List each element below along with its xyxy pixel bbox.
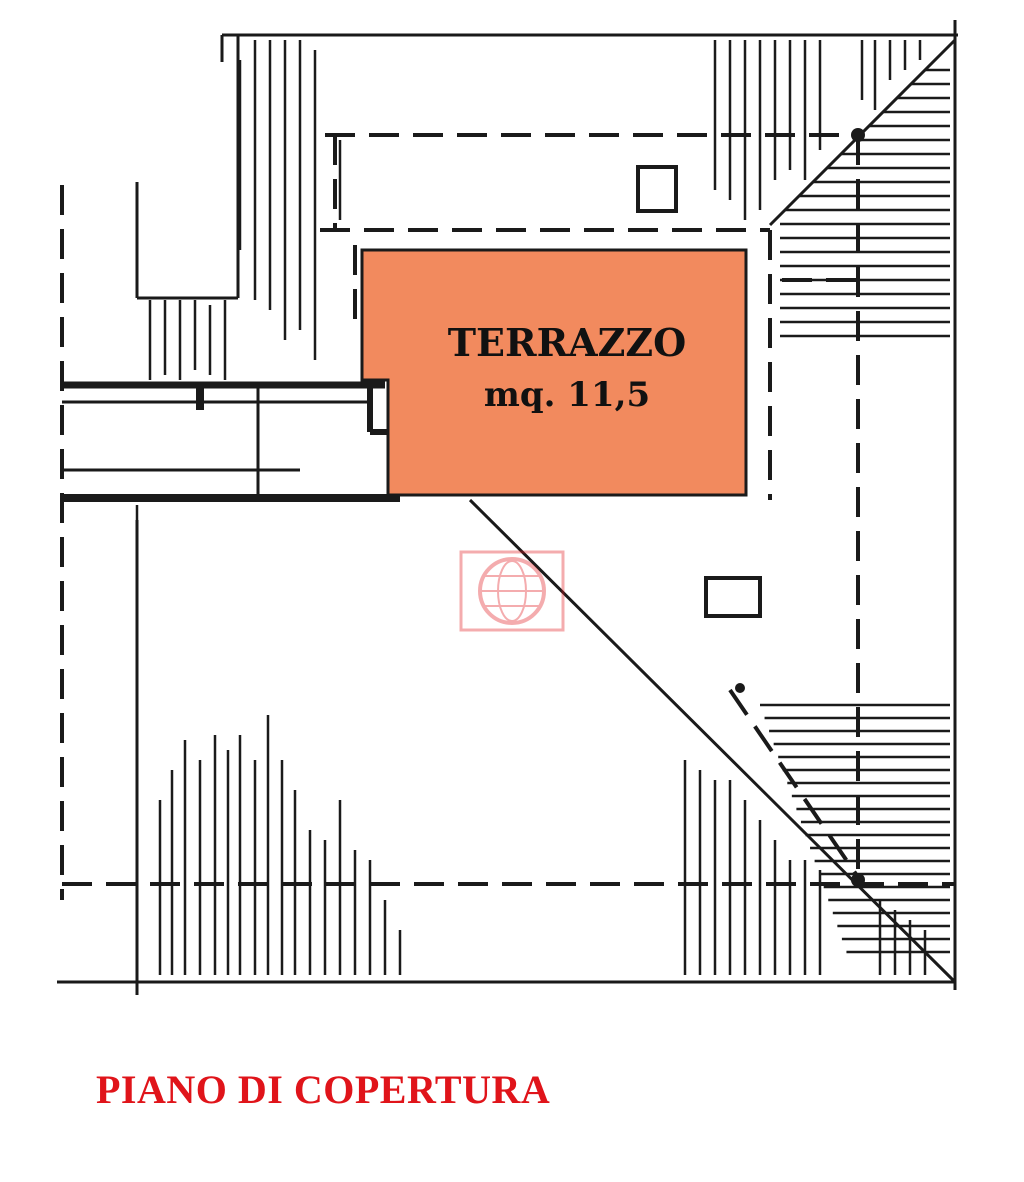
terrace-area-value: mq. 11,5 [484,375,650,415]
dashed-wall-lines [60,133,955,900]
roof-hatching [135,40,950,975]
terrace-name: TERRAZZO [448,320,686,365]
globe-logo-watermark [459,550,565,632]
corner-dots [735,128,865,887]
terrace-area: TERRAZZO mq. 11,5 [360,248,748,497]
skylight-lower [704,576,762,618]
skylight-upper [636,165,678,213]
plan-title: PIANO DI COPERTURA [96,1067,551,1112]
left-corridor [62,381,400,502]
